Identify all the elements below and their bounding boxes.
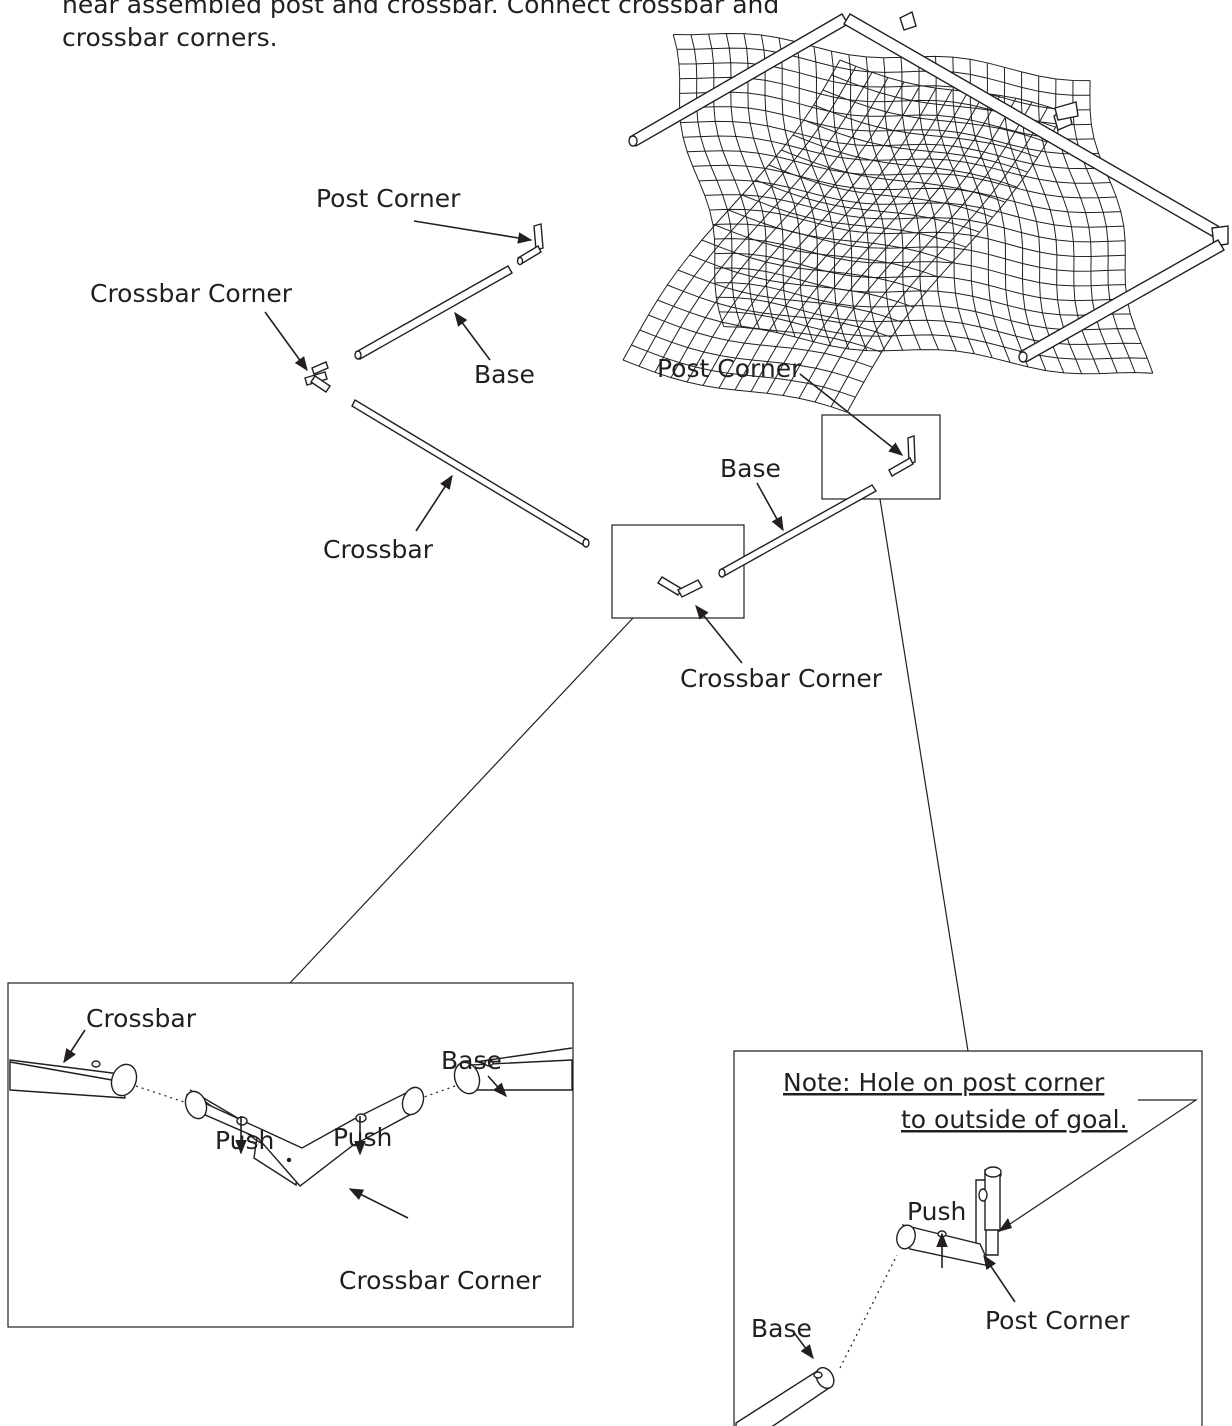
- callout-box-post: [821, 414, 941, 500]
- crossbar-corner-part-center: [657, 576, 703, 598]
- label-post-corner-right: Post Corner: [657, 354, 802, 383]
- label-base-right: Base: [720, 454, 781, 483]
- assembled-goal: [622, 10, 1229, 413]
- crossbar-corner-part: [304, 361, 331, 393]
- detail-label-post-corner: Post Corner: [985, 1306, 1130, 1335]
- detail-box-crossbar-corner: [7, 982, 574, 1328]
- detail-label-base-right: Base: [751, 1314, 812, 1343]
- post-corner-part-right: [888, 435, 916, 477]
- label-base-left: Base: [474, 360, 535, 389]
- goal-frame: [628, 10, 1229, 363]
- note-line-1: Note: Hole on post corner: [783, 1068, 1105, 1097]
- net-mesh: [622, 32, 1154, 413]
- instruction-text: near assembled post and crossbar. Connec…: [62, 0, 780, 52]
- callout-box-crossbar: [611, 524, 745, 619]
- note-line-2: to outside of goal.: [901, 1105, 1128, 1134]
- exploded-left: [264, 220, 590, 548]
- label-crossbar-corner-center: Crossbar Corner: [680, 664, 883, 693]
- detail-label-crossbar-corner: Crossbar Corner: [339, 1266, 542, 1295]
- label-crossbar-middle: Crossbar: [323, 535, 434, 564]
- crossbar-pipe: [351, 399, 589, 547]
- detail-label-push-1: Push: [215, 1126, 274, 1155]
- label-crossbar-corner-left: Crossbar Corner: [90, 279, 293, 308]
- detail-box-post-corner: [733, 1050, 1203, 1426]
- detail-label-push-2: Push: [333, 1123, 392, 1152]
- detail-label-crossbar: Crossbar: [86, 1004, 197, 1033]
- detail-label-push-right: Push: [907, 1197, 966, 1226]
- base-pipe: [355, 265, 513, 360]
- exploded-center: [289, 373, 969, 1052]
- detail-label-base-left: Base: [441, 1046, 502, 1075]
- label-post-corner-left: Post Corner: [316, 184, 461, 213]
- post-corner-part: [516, 223, 544, 266]
